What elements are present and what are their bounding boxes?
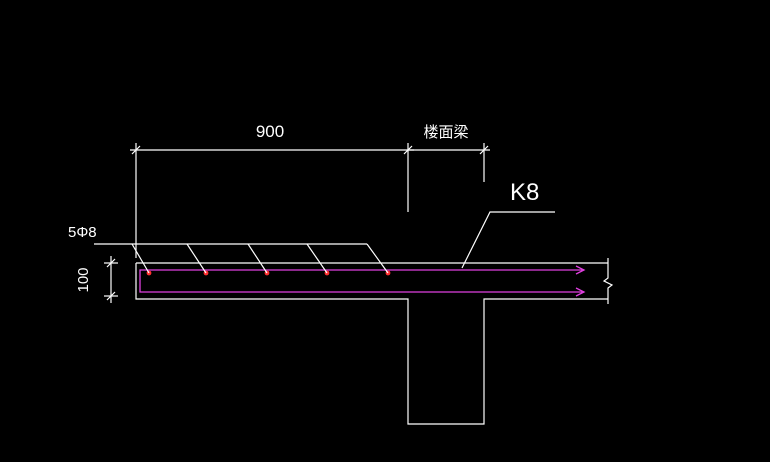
- leader-tick: [366, 243, 389, 274]
- rebar-spec-label: 5Φ8: [68, 224, 97, 241]
- dim-tick: [479, 145, 489, 155]
- dim-tick: [106, 291, 116, 301]
- dim-tick: [131, 145, 141, 155]
- rebar-leader: [94, 243, 389, 274]
- break-line: [602, 258, 614, 304]
- k8-leader: [461, 211, 555, 269]
- dim-text-900: 900: [256, 122, 284, 141]
- dim-text-100: 100: [75, 267, 92, 292]
- leader-tick: [186, 243, 207, 274]
- dim-overhang: [130, 143, 414, 258]
- top-rebar: [139, 269, 584, 293]
- leader-tick: [306, 243, 328, 274]
- beam-label: 楼面梁: [423, 124, 468, 141]
- slab-label-k8: K8: [510, 179, 539, 206]
- dim-tick: [106, 258, 116, 268]
- slab-beam-outline: [135, 262, 608, 425]
- leader-tick: [247, 243, 268, 274]
- dim-beam: [408, 143, 490, 182]
- dim-thickness: [104, 256, 118, 303]
- bottom-rebar-hook: [575, 287, 586, 297]
- top-rebar-hook: [575, 265, 586, 275]
- distribution-bars: [146, 270, 391, 276]
- leader-tick: [131, 243, 150, 274]
